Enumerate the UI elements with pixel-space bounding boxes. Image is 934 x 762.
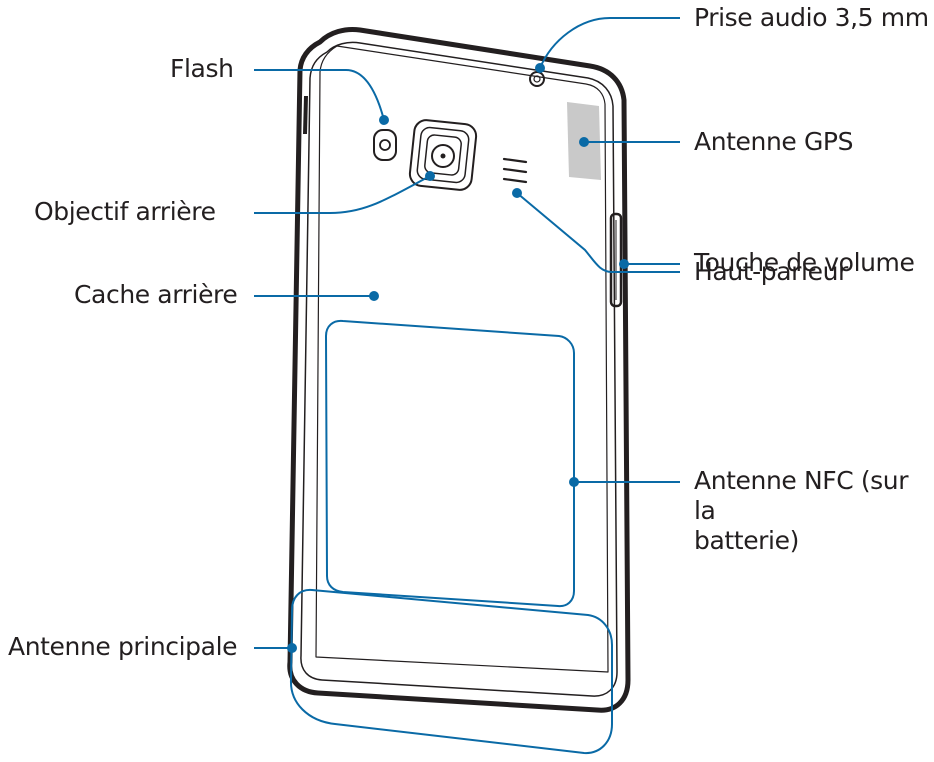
label-rear-lens: Objectif arrière xyxy=(34,197,216,226)
leader-dots xyxy=(287,63,629,653)
leader-flash xyxy=(254,69,385,121)
label-nfc-antenna-line1: Antenne NFC (sur la xyxy=(694,466,909,525)
dot-flash xyxy=(379,115,389,125)
dot-nfc xyxy=(569,477,579,487)
phone-inner-outline xyxy=(315,45,609,673)
dot-rear-lens xyxy=(425,171,435,181)
dot-audio-jack xyxy=(535,63,545,73)
speaker-grille xyxy=(502,157,528,184)
label-nfc-antenna-line2: batterie) xyxy=(694,526,799,555)
flash-unit xyxy=(373,129,397,161)
label-nfc-antenna: Antenne NFC (sur la batterie) xyxy=(694,466,934,556)
left-side-button xyxy=(303,95,308,135)
leader-rear-lens xyxy=(254,175,431,214)
label-gps-antenna: Antenne GPS xyxy=(694,127,854,156)
nfc-antenna-area xyxy=(324,319,575,608)
dot-volume xyxy=(619,259,629,269)
camera-module xyxy=(408,119,478,191)
label-audio-jack: Prise audio 3,5 mm xyxy=(694,3,929,32)
main-antenna-area xyxy=(289,588,613,755)
dot-back-cover xyxy=(369,291,379,301)
label-main-antenna: Antenne principale xyxy=(8,632,238,661)
audio-jack xyxy=(529,71,545,87)
phone-inner-edge xyxy=(300,41,618,697)
dot-speaker xyxy=(512,188,522,198)
dot-gps xyxy=(579,137,589,147)
label-back-cover: Cache arrière xyxy=(74,280,238,309)
leader-audio-jack xyxy=(539,17,680,69)
dot-main-antenna xyxy=(287,643,297,653)
label-speaker-visible: Haut-parleur xyxy=(694,257,848,286)
label-volume-key: Touche de volume xyxy=(694,248,915,277)
leader-lines xyxy=(254,17,680,649)
label-flash: Flash xyxy=(170,54,234,83)
leader-speaker xyxy=(516,192,680,273)
